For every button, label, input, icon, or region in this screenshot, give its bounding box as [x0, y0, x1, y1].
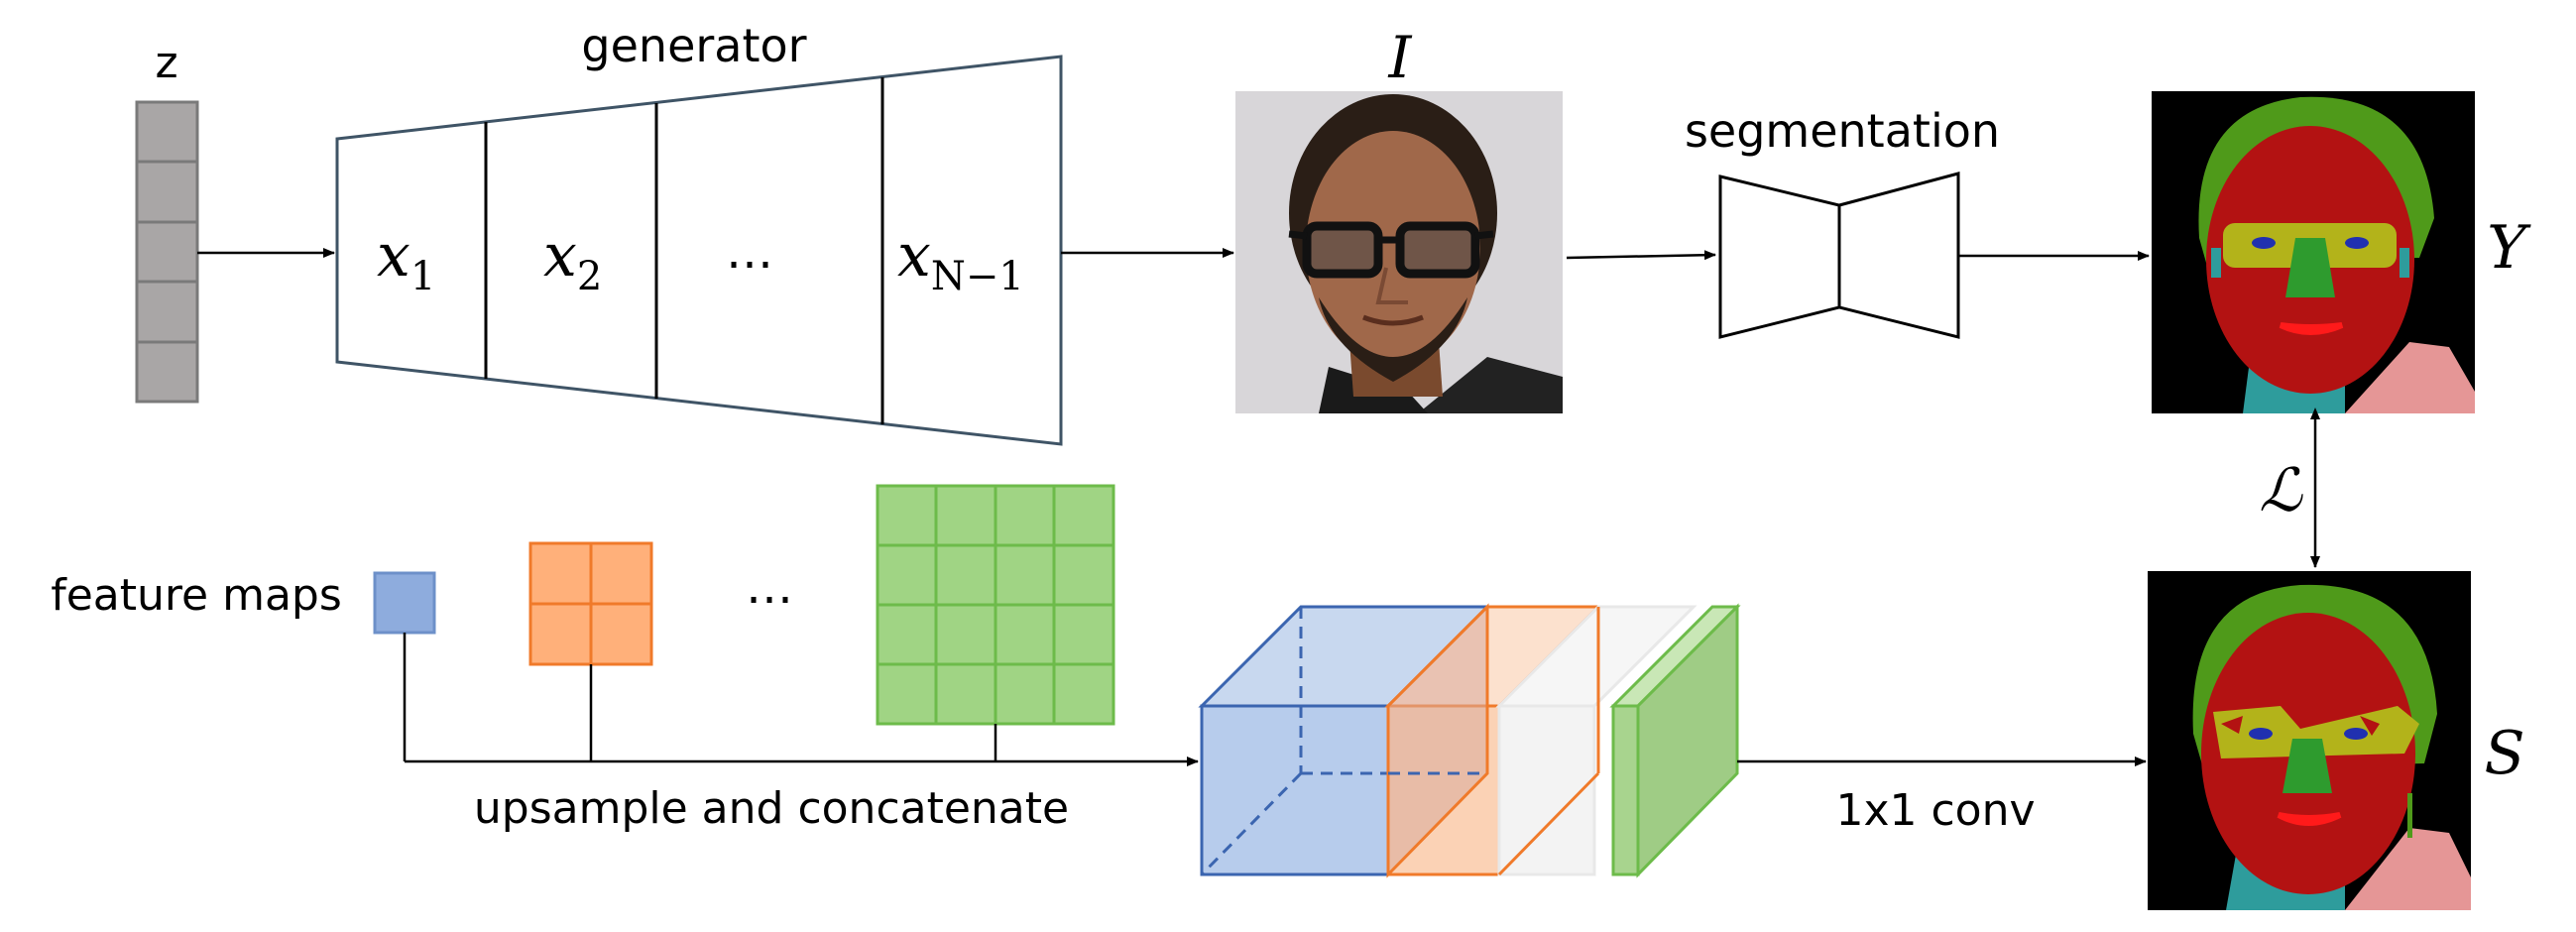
layer-xn-label: xN−1 [897, 221, 1024, 299]
image-label: I [1388, 24, 1413, 91]
conv-label: 1x1 conv [1835, 785, 2035, 836]
feature-maps-label: feature maps [51, 570, 342, 621]
y-label: Y [2487, 213, 2531, 283]
loss-label: ℒ [2259, 456, 2303, 525]
latent-z-label: z [155, 38, 177, 88]
segmentation-map-s [2148, 571, 2471, 910]
feature-map-medium [528, 541, 653, 666]
concatenated-volume [1198, 603, 1741, 878]
feature-map-small [373, 571, 436, 635]
feature-map-large [876, 484, 1115, 726]
generator-label: generator [581, 19, 806, 72]
segmentation-map-y [2152, 91, 2475, 413]
s-label: S [2484, 719, 2524, 788]
portrait-photo-icon [1235, 91, 1563, 413]
segmentation-network [1718, 172, 1960, 339]
segmentation-label: segmentation [1685, 104, 2000, 158]
latent-vector [135, 100, 199, 404]
feature-ellipsis: … [746, 559, 793, 615]
arrow-image-to-segmentation [1566, 250, 1716, 261]
upsample-concat-label: upsample and concatenate [474, 783, 1069, 834]
upsample-connectors [403, 633, 1199, 766]
layer-x2-label: x2 [543, 221, 602, 299]
layer-x1-label: x1 [377, 221, 435, 299]
generator-block [335, 55, 1063, 446]
layer-ellipsis: … [726, 224, 773, 280]
